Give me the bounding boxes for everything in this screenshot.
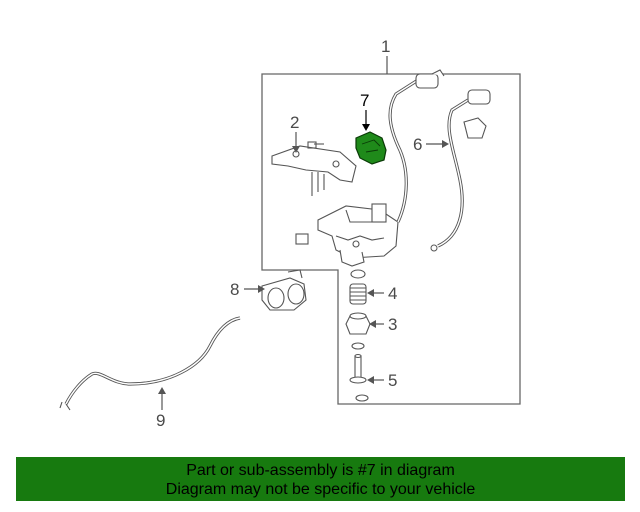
part-8-valve[interactable]: [261, 269, 307, 311]
callout-1[interactable]: 1: [381, 37, 390, 56]
arrowhead-4: [367, 289, 374, 297]
main-unit[interactable]: [295, 203, 399, 267]
assembly-boundary: [261, 73, 521, 405]
callout-4[interactable]: 4: [388, 284, 397, 303]
info-banner: Part or sub-assembly is #7 in diagram Di…: [16, 457, 625, 501]
arrowhead-9: [158, 387, 166, 394]
arrowhead-7: [362, 124, 370, 131]
arrowhead-3: [369, 320, 376, 328]
banner-line-2: Diagram may not be specific to your vehi…: [165, 481, 476, 498]
callout-3[interactable]: 3: [388, 315, 397, 334]
callout-6[interactable]: 6: [413, 135, 422, 154]
washer-upper: [350, 269, 366, 279]
banner-line-1: Part or sub-assembly is #7 in diagram: [186, 462, 455, 479]
part-3-grommet[interactable]: [345, 312, 371, 335]
part-4-bushing[interactable]: [349, 283, 367, 305]
arrowhead-8: [258, 285, 265, 293]
arrowhead-2: [292, 146, 300, 153]
callout-9[interactable]: 9: [156, 411, 165, 430]
part-2-bracket[interactable]: [271, 141, 357, 196]
part-9-hose[interactable]: [59, 316, 241, 411]
arrowhead-5: [367, 376, 374, 384]
washer-middle: [351, 342, 365, 350]
callout-7[interactable]: 7: [360, 91, 369, 110]
pipe-upper-connector: [415, 69, 445, 89]
callout-8[interactable]: 8: [230, 280, 239, 299]
part-5-bolt[interactable]: [349, 353, 367, 384]
callout-5[interactable]: 5: [388, 371, 397, 390]
parts-diagram: 1 2 7 6: [59, 37, 521, 430]
part-7-highlighted[interactable]: [355, 131, 387, 165]
part-6-rod[interactable]: [430, 89, 491, 252]
arrowhead-6: [442, 140, 449, 148]
washer-lower: [355, 394, 369, 402]
callout-2[interactable]: 2: [290, 113, 299, 132]
